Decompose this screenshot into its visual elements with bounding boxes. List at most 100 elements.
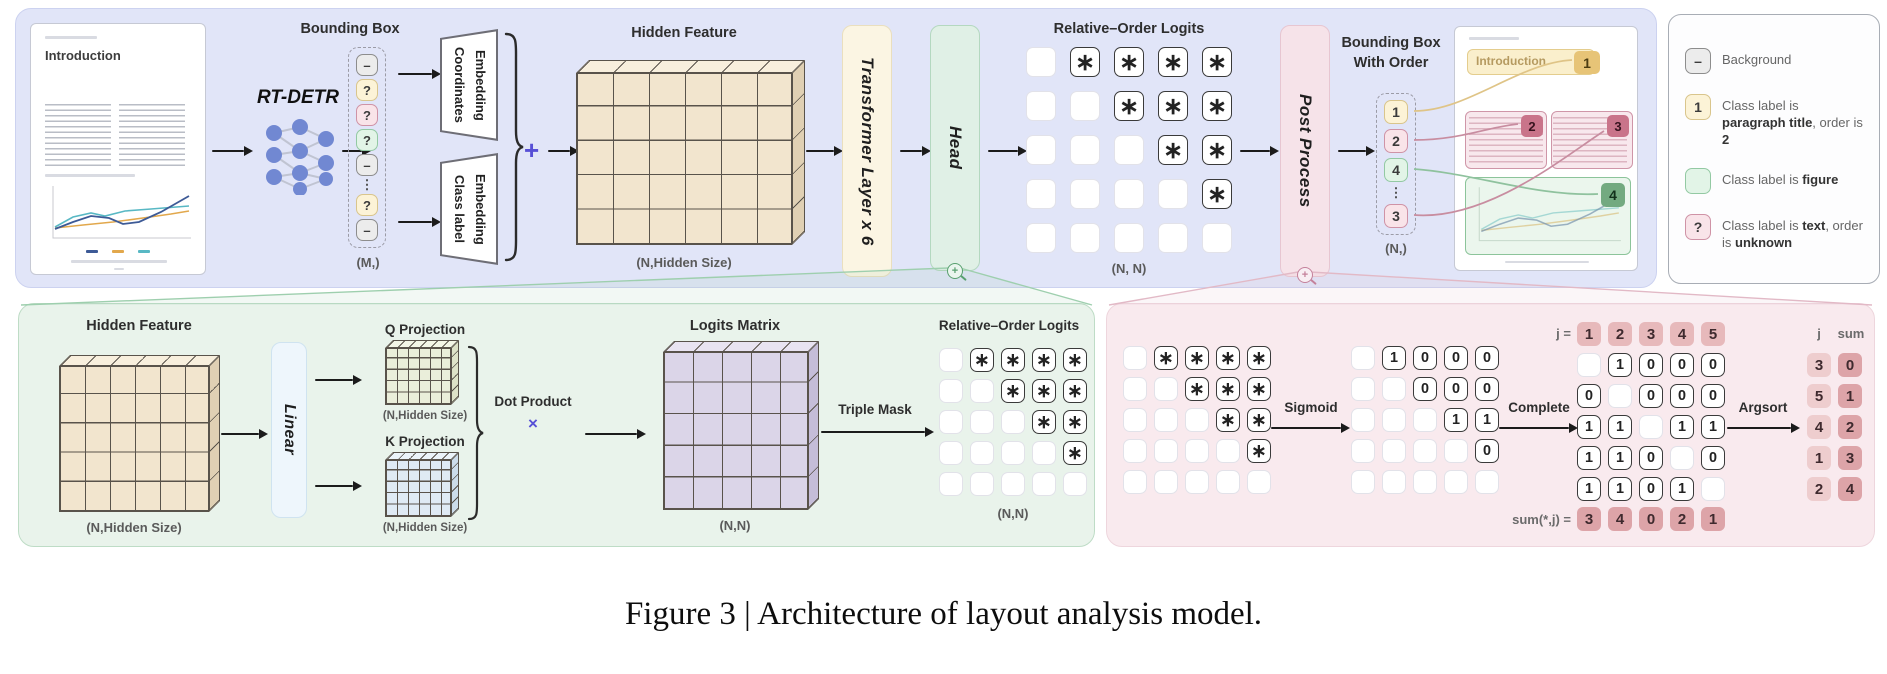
result-j-header: j xyxy=(1817,326,1821,341)
order-badge: 2 xyxy=(1521,115,1543,137)
matrix-cell xyxy=(939,472,963,496)
matrix-cell: 0 xyxy=(1413,377,1437,401)
matrix-cell: ∗ xyxy=(1154,346,1178,370)
arrow-icon xyxy=(900,150,922,153)
value-badge: 4 xyxy=(1608,507,1632,531)
doc-header-line xyxy=(45,36,97,39)
legend-text: Class label is figure xyxy=(1722,171,1839,187)
arrow-icon xyxy=(548,150,570,153)
logits-matrix-title: Logits Matrix xyxy=(689,318,781,334)
hidden-feature-shape: (N,Hidden Size) xyxy=(636,255,732,270)
matrix-cell: ∗ xyxy=(1202,179,1232,209)
doc-header-line xyxy=(1469,37,1519,40)
class-label-embedding-block: Class label Embedding xyxy=(440,153,498,265)
matrix-cell: 0 xyxy=(1670,353,1694,377)
matrix-cell xyxy=(1123,439,1147,463)
matrix-cell xyxy=(1070,135,1100,165)
matrix-cell: ∗ xyxy=(1247,377,1271,401)
matrix-cell xyxy=(1001,410,1025,434)
matrix-cell: ∗ xyxy=(1216,408,1240,432)
order-badge: 3 xyxy=(1607,115,1629,137)
matrix-cell xyxy=(1351,346,1375,370)
matrix-cell xyxy=(1382,377,1406,401)
arrow-icon xyxy=(585,433,637,436)
intro-region-overlay: Introduction 1 xyxy=(1467,49,1600,75)
matrix-cell: ∗ xyxy=(1216,377,1240,401)
brace-icon xyxy=(504,32,524,262)
value-badge: 4 xyxy=(1807,415,1831,439)
matrix-cell xyxy=(1158,179,1188,209)
matrix-cell: 0 xyxy=(1444,346,1468,370)
head-detail-panel: Hidden Feature (N,Hidden Size) Linear Q … xyxy=(18,303,1095,547)
matrix-cell: ∗ xyxy=(1202,135,1232,165)
matrix-cell xyxy=(1185,470,1209,494)
multiply-icon: × xyxy=(528,414,538,433)
matrix-cell: 0 xyxy=(1413,346,1437,370)
plus-symbol: + xyxy=(524,135,540,165)
matrix-cell: ∗ xyxy=(1216,346,1240,370)
matrix-cell xyxy=(1701,477,1725,501)
value-badge: 3 xyxy=(1838,446,1862,470)
matrix-cell: ∗ xyxy=(1063,441,1087,465)
matrix-cell xyxy=(970,441,994,465)
complete-label: Complete xyxy=(1508,400,1570,415)
hidden-feature-title: Hidden Feature xyxy=(86,318,192,334)
hidden-feature-cube xyxy=(576,60,805,245)
matrix-cell: 0 xyxy=(1701,384,1725,408)
arrow-icon xyxy=(1499,427,1569,430)
matrix-cell xyxy=(1351,377,1375,401)
token: ? xyxy=(356,129,378,151)
figure-region-overlay: 4 xyxy=(1465,177,1631,255)
matrix-cell: 1 xyxy=(1608,477,1632,501)
matrix-cell: ∗ xyxy=(1185,377,1209,401)
matrix-cell: 0 xyxy=(1475,346,1499,370)
matrix-cell xyxy=(1351,408,1375,432)
matrix-cell xyxy=(1063,472,1087,496)
matrix-cell xyxy=(1026,91,1056,121)
arrow-icon xyxy=(315,485,353,488)
matrix-cell xyxy=(1577,353,1601,377)
post-process-label: Post Process xyxy=(1296,94,1315,208)
legend-item-paragraph-title: 1 Class label is paragraph title, order … xyxy=(1685,93,1863,148)
hidden-feature-shape: (N,Hidden Size) xyxy=(86,520,182,535)
head-block: Head xyxy=(930,25,980,271)
main-pipeline-panel: Introduction RT-DETR xyxy=(15,8,1657,288)
matrix-cell xyxy=(1114,179,1144,209)
q-projection-title: Q Projection xyxy=(384,322,466,337)
matrix-cell: ∗ xyxy=(1032,379,1056,403)
matrix-cell: 1 xyxy=(1701,415,1725,439)
q-projection-cube xyxy=(385,340,459,405)
matrix-cell: 0 xyxy=(1670,384,1694,408)
class-label-embedding-label: Class label Embedding xyxy=(452,173,488,245)
matrix-cell xyxy=(939,379,963,403)
matrix-cell xyxy=(1444,470,1468,494)
token: ? xyxy=(356,104,378,126)
matrix-cell xyxy=(1070,179,1100,209)
relative-order-logits-title: Relative–Order Logits xyxy=(938,318,1080,333)
matrix-cell: ∗ xyxy=(1114,91,1144,121)
matrix-cell: ∗ xyxy=(1247,408,1271,432)
matrix-cell: 0 xyxy=(1701,353,1725,377)
rol-shape-label: (N, N) xyxy=(1111,261,1147,276)
legend-item-background: – Background xyxy=(1685,47,1863,74)
hidden-feature-cube xyxy=(59,355,220,512)
matrix-cell xyxy=(1070,223,1100,253)
arrow-icon xyxy=(1240,150,1270,153)
arrow-icon xyxy=(806,150,834,153)
input-document-thumbnail: Introduction xyxy=(30,23,206,275)
matrix-cell: ∗ xyxy=(1032,410,1056,434)
value-badge: 3 xyxy=(1577,507,1601,531)
figure-caption: Figure 3 | Architecture of layout analys… xyxy=(624,596,1263,632)
hidden-feature-title: Hidden Feature xyxy=(631,25,737,41)
value-badge: 1 xyxy=(1838,384,1862,408)
matrix-cell xyxy=(1123,346,1147,370)
matrix-cell: ∗ xyxy=(1063,348,1087,372)
doc-figure-caption-line xyxy=(45,174,135,177)
value-badge: 4 xyxy=(1838,477,1862,501)
matrix-cell xyxy=(1247,470,1271,494)
matrix-cell xyxy=(1639,415,1663,439)
order-title-line2: With Order xyxy=(1353,55,1429,71)
relative-order-logits-title: Relative–Order Logits xyxy=(1053,21,1205,37)
